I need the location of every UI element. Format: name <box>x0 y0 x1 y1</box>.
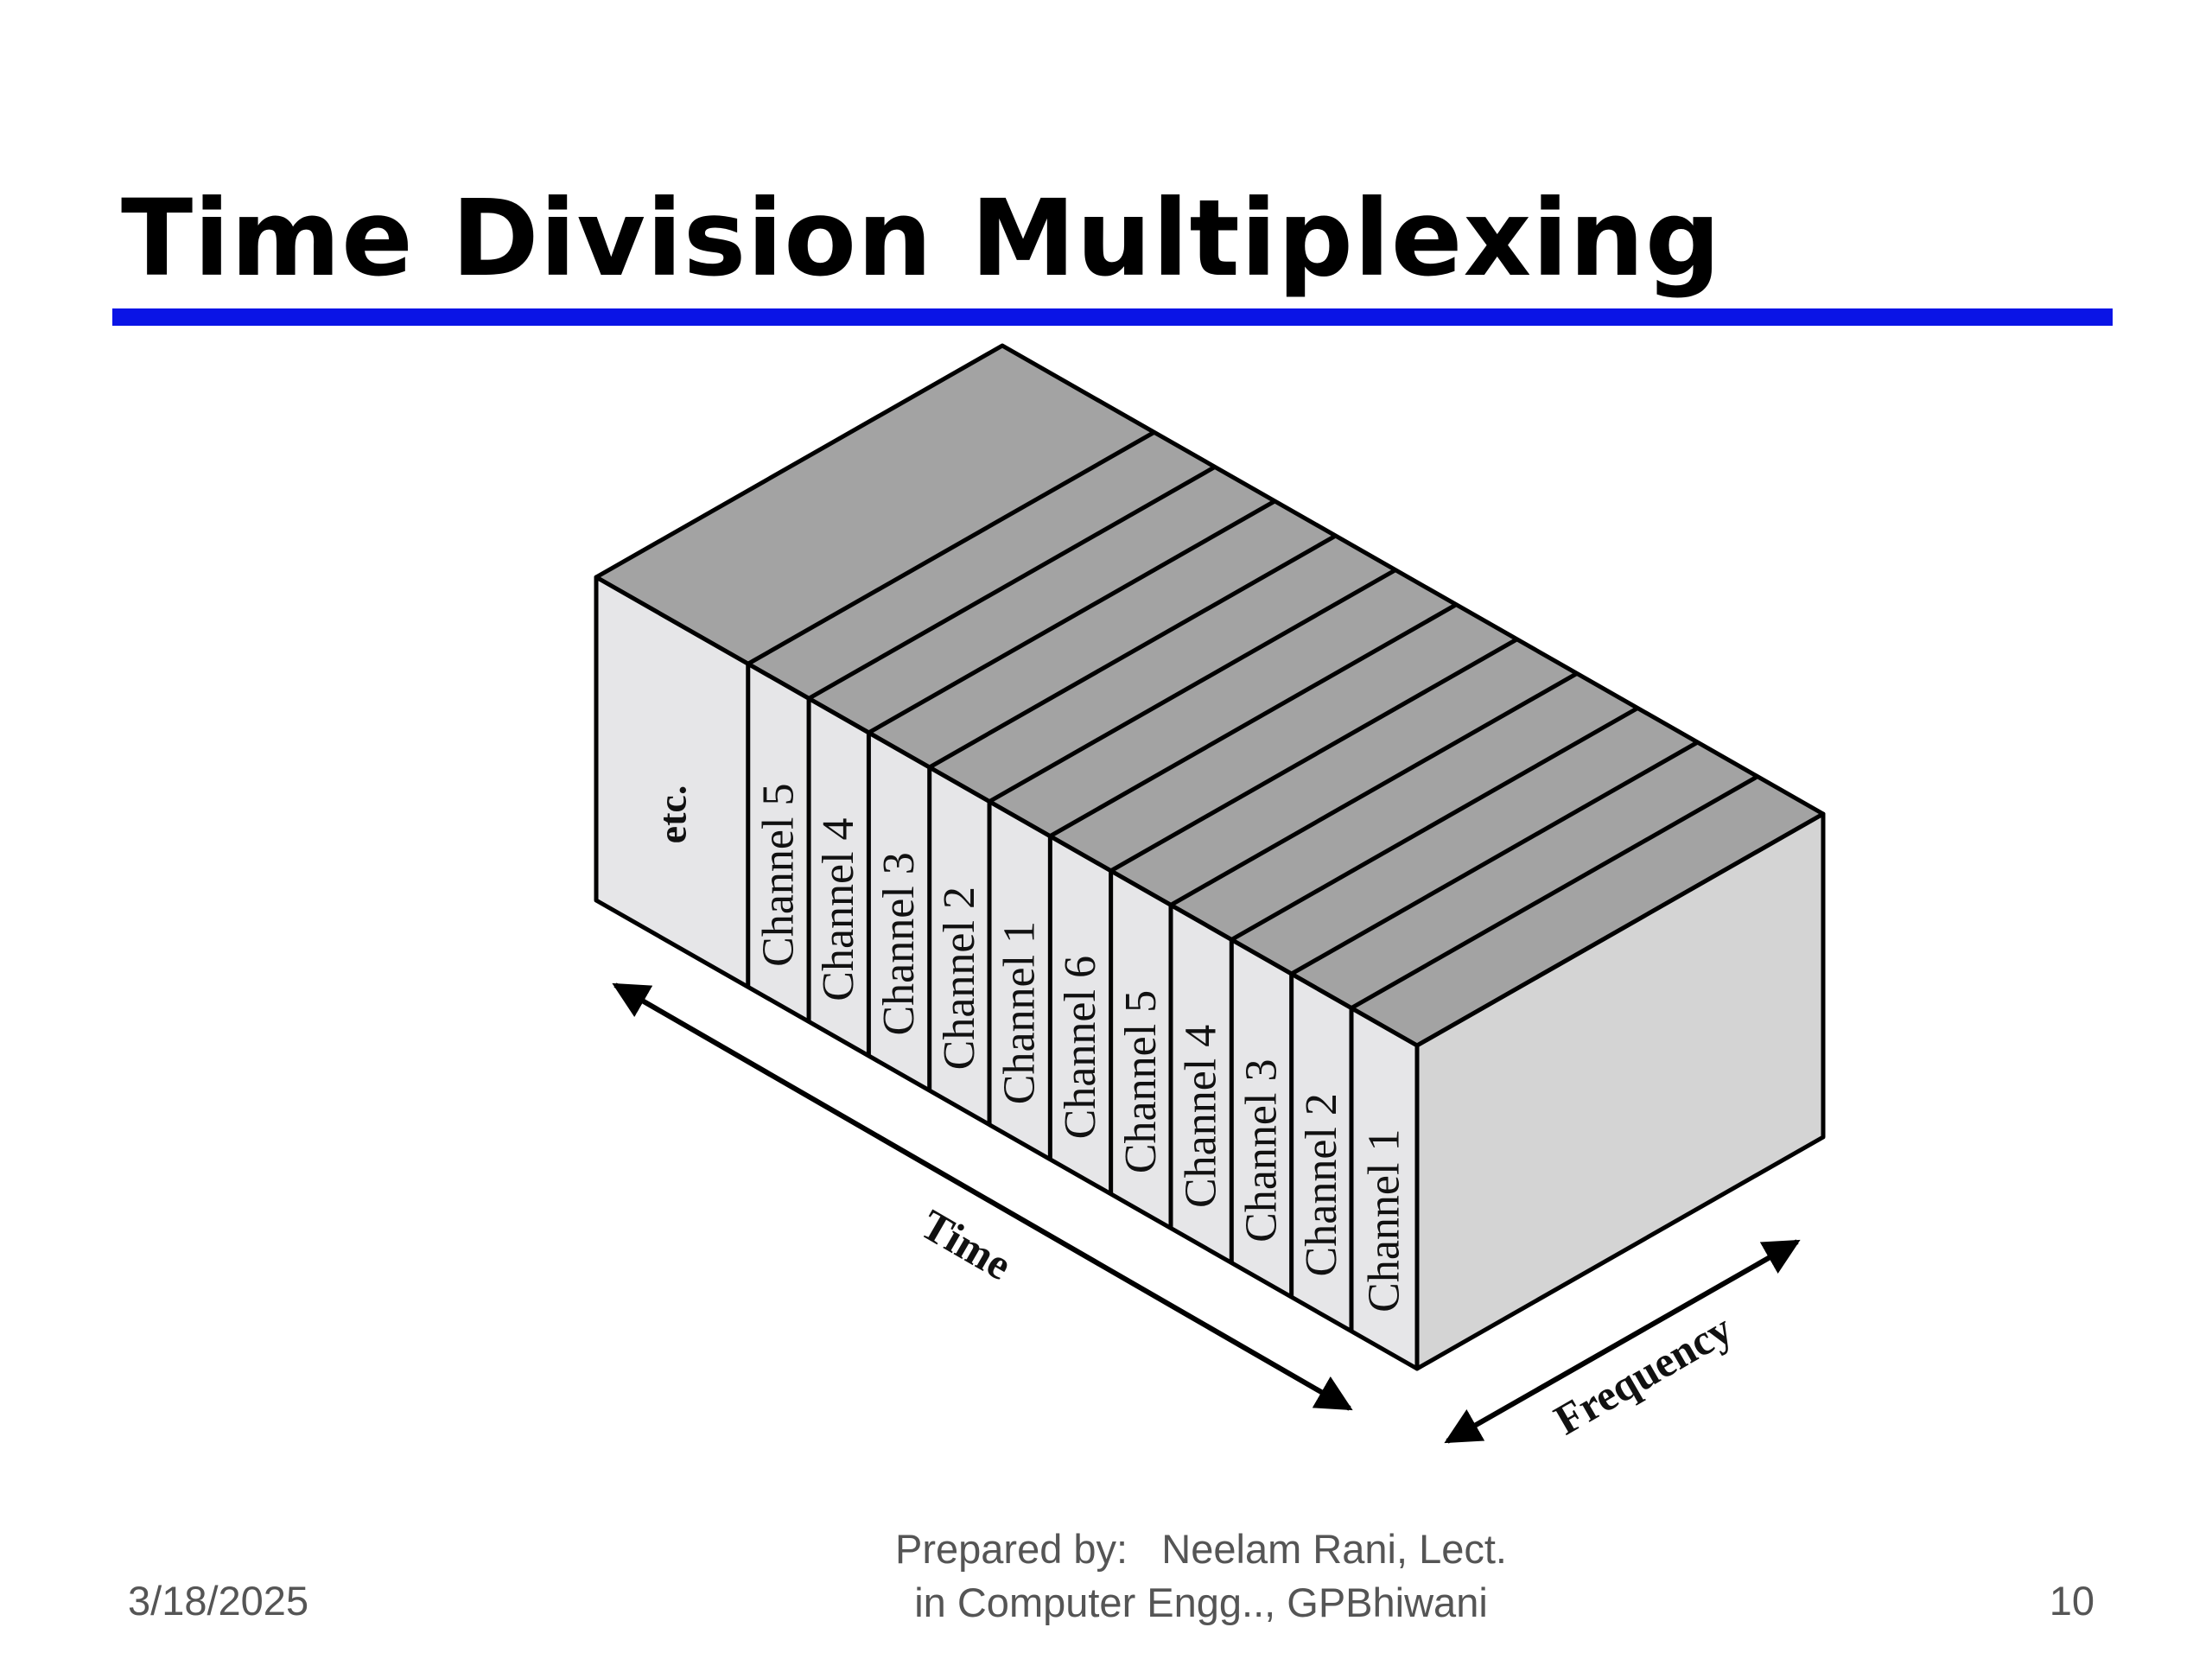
slot-top-divider <box>807 465 1217 701</box>
footer-credit-line1: Prepared by: Neelam Rani, Lect. <box>895 1526 1507 1572</box>
footer-date: 3/18/2025 <box>128 1578 309 1624</box>
frequency-axis-arrow <box>1444 1239 1801 1444</box>
slot-label: Channel 5 <box>1116 990 1166 1173</box>
slot-label: Channel 2 <box>1297 1093 1346 1276</box>
slot-top-divider <box>1169 671 1579 907</box>
box-end-face <box>1414 811 1826 1371</box>
slot-top-divider <box>1049 602 1458 838</box>
slot-top-divider <box>1109 637 1518 874</box>
slot-label: Channel 2 <box>935 887 984 1070</box>
slot-top-divider <box>868 499 1276 735</box>
time-axis-label: Time <box>913 1199 1020 1289</box>
frequency-axis-label: Frequency <box>1546 1304 1739 1444</box>
slot-label: Channel 4 <box>814 817 863 1001</box>
slot-label: Channel 6 <box>1056 956 1105 1139</box>
slot-top-divider <box>1230 706 1639 942</box>
slot-top-divider <box>1290 740 1699 976</box>
slot-top-divider <box>747 430 1155 666</box>
slot-label: Channel 3 <box>1237 1059 1287 1243</box>
slide-title: Time Division Multiplexing <box>121 177 1722 300</box>
slot-label: Channel 4 <box>1177 1025 1226 1208</box>
slot-label: etc. <box>650 785 694 844</box>
title-underline <box>112 308 2113 326</box>
slot-top-divider <box>1350 774 1759 1010</box>
slot-label: Channel 1 <box>1360 1129 1409 1313</box>
footer-credit: Prepared by: Neelam Rani, Lect. in Compu… <box>743 1522 1659 1630</box>
slot-top-divider <box>928 533 1337 770</box>
footer-credit-line2: in Computer Engg.., GPBhiwani <box>914 1580 1488 1625</box>
slot-label: Channel 5 <box>753 784 803 967</box>
slot-label: Channel 1 <box>995 921 1045 1104</box>
time-axis-arrow <box>612 982 1353 1411</box>
slot-label: Channel 3 <box>874 852 924 1035</box>
slot-top-divider <box>988 568 1397 804</box>
footer-page-number: 10 <box>2049 1578 2094 1624</box>
